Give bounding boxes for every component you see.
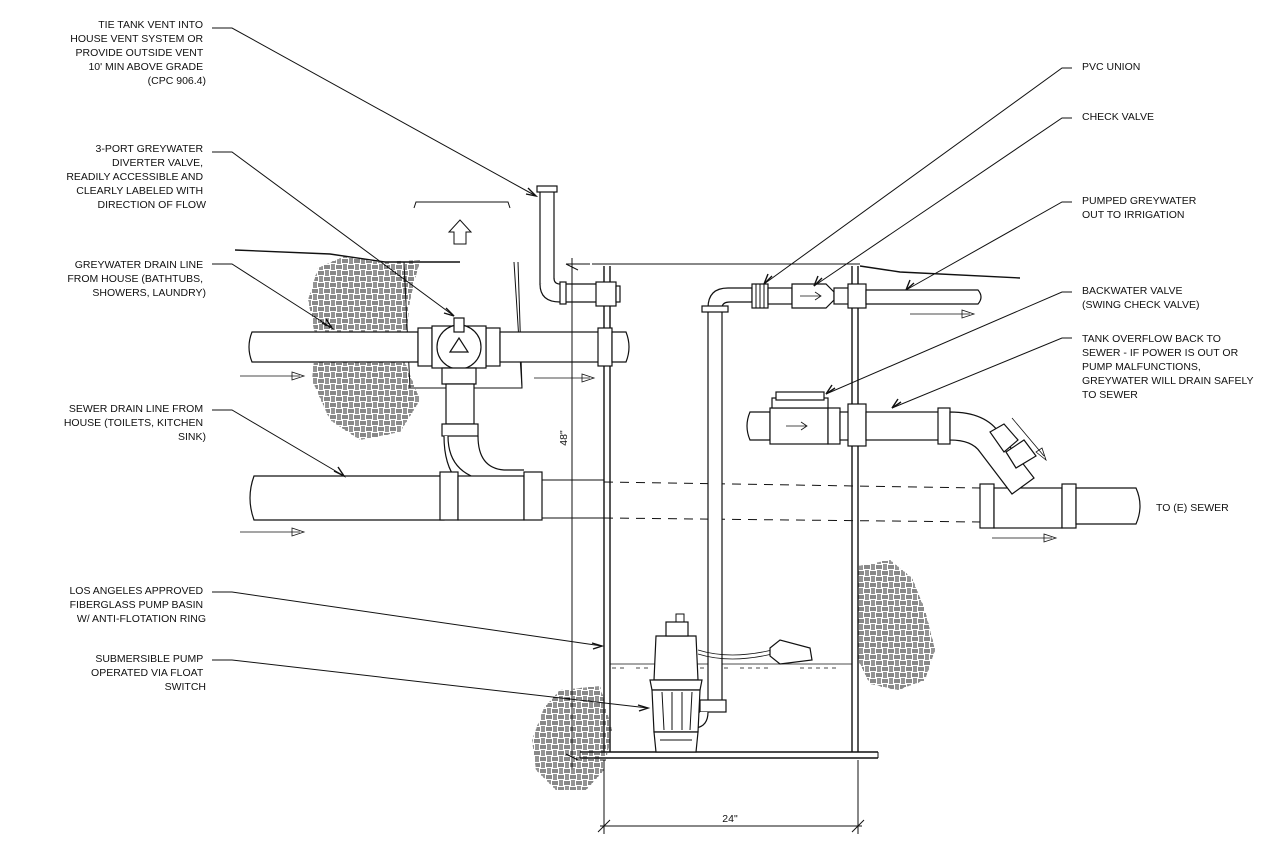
backwater-valve <box>746 391 1037 495</box>
irrigation-out-pipe <box>847 283 982 309</box>
sewer-drain-pipe <box>249 471 1141 529</box>
label-greywater-drain: GREYWATER DRAIN LINE FROM HOUSE (BATHTUB… <box>67 259 206 299</box>
label-sewer-drain: SEWER DRAIN LINE FROM HOUSE (TOILETS, KI… <box>64 403 206 443</box>
pvc-union <box>751 283 769 309</box>
label-check-valve: CHECK VALVE <box>1082 111 1154 123</box>
label-to-sewer: TO (E) SEWER <box>1156 502 1229 514</box>
discharge-pipe <box>689 287 753 729</box>
dimension-height-label: 48" <box>558 430 570 446</box>
flow-arrows <box>240 309 1058 543</box>
label-basin: LOS ANGELES APPROVED FIBERGLASS PUMP BAS… <box>69 585 206 625</box>
label-overflow: TANK OVERFLOW BACK TO SEWER - IF POWER I… <box>1082 333 1256 401</box>
grade-line-left <box>234 249 460 263</box>
dimension-width-label: 24" <box>722 813 738 825</box>
dimension-height: 48" <box>558 258 590 770</box>
label-vent: TIE TANK VENT INTO HOUSE VENT SYSTEM OR … <box>70 19 206 87</box>
vent-pipe <box>536 185 621 307</box>
submersible-pump <box>649 613 703 753</box>
float-switch <box>697 639 813 665</box>
label-diverter: 3-PORT GREYWATER DIVERTER VALVE, READILY… <box>66 143 206 211</box>
leader-lines <box>212 27 1072 712</box>
basin-lid <box>413 201 511 209</box>
label-pvc-union: PVC UNION <box>1082 61 1140 73</box>
dimension-width: 24" <box>597 760 865 834</box>
soil-hatch-right <box>858 560 935 690</box>
greywater-drain-pipe <box>248 327 630 367</box>
check-valve <box>767 283 855 309</box>
label-backwater: BACKWATER VALVE (SWING CHECK VALVE) <box>1082 285 1199 311</box>
lid-up-arrow-icon <box>447 219 473 245</box>
label-pump: SUBMERSIBLE PUMP OPERATED VIA FLOAT SWIT… <box>91 653 206 693</box>
grade-line-right <box>859 265 1021 279</box>
label-pumped-out: PUMPED GREYWATER OUT TO IRRIGATION <box>1082 195 1199 221</box>
